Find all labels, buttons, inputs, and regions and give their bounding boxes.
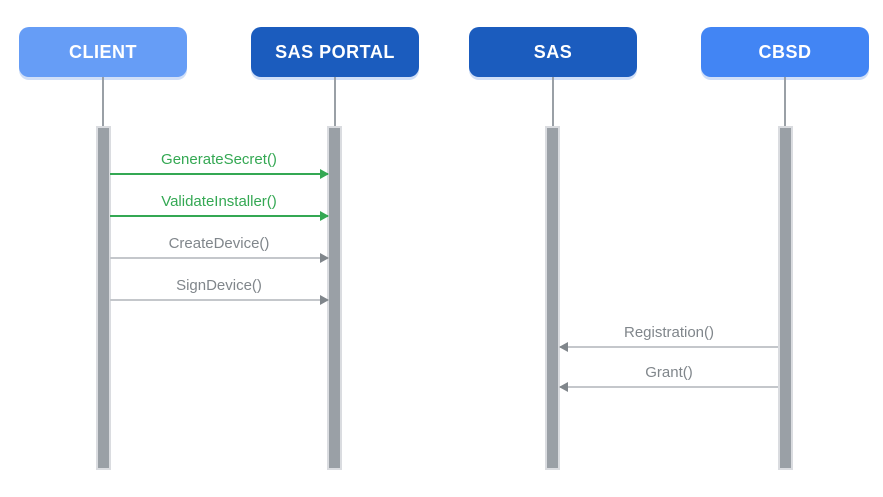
message-label: Grant() <box>645 364 693 381</box>
actor-label-sas: SAS <box>533 41 573 62</box>
activation-bar-sas-portal <box>327 126 342 470</box>
message-label: SignDevice() <box>176 277 262 294</box>
message-label: CreateDevice() <box>168 235 270 252</box>
message-grant: Grant() <box>559 362 778 392</box>
message-line <box>110 299 328 301</box>
actor-label-sas-portal: SAS PORTAL <box>275 41 395 62</box>
message-line <box>110 257 328 259</box>
lifeline-sas-portal <box>334 77 336 126</box>
actor-box-cbsd: CBSD <box>701 27 869 77</box>
message-create-device: CreateDevice() <box>110 233 329 263</box>
arrowhead-left-icon <box>559 342 568 352</box>
message-label: Registration() <box>623 324 715 341</box>
message-line <box>110 215 328 217</box>
message-sign-device: SignDevice() <box>110 275 329 305</box>
activation-bar-cbsd <box>778 126 793 470</box>
actor-label-cbsd: CBSD <box>758 41 812 62</box>
activation-bar-sas <box>545 126 560 470</box>
actor-box-sas: SAS <box>469 27 637 77</box>
message-validate-installer: ValidateInstaller() <box>110 191 329 221</box>
message-line <box>560 346 778 348</box>
message-registration: Registration() <box>559 322 778 352</box>
lifeline-client <box>102 77 104 126</box>
actor-box-sas-portal: SAS PORTAL <box>251 27 419 77</box>
lifeline-sas <box>552 77 554 126</box>
message-line <box>110 173 328 175</box>
lifeline-cbsd <box>784 77 786 126</box>
arrowhead-right-icon <box>320 169 329 179</box>
arrowhead-right-icon <box>320 295 329 305</box>
message-generate-secret: GenerateSecret() <box>110 149 329 179</box>
actor-box-client: CLIENT <box>19 27 187 77</box>
activation-bar-client <box>96 126 111 470</box>
arrowhead-left-icon <box>559 382 568 392</box>
message-label: GenerateSecret() <box>161 151 277 168</box>
actor-label-client: CLIENT <box>69 41 137 62</box>
arrowhead-right-icon <box>320 253 329 263</box>
message-label: ValidateInstaller() <box>161 193 277 210</box>
message-line <box>560 386 778 388</box>
arrowhead-right-icon <box>320 211 329 221</box>
